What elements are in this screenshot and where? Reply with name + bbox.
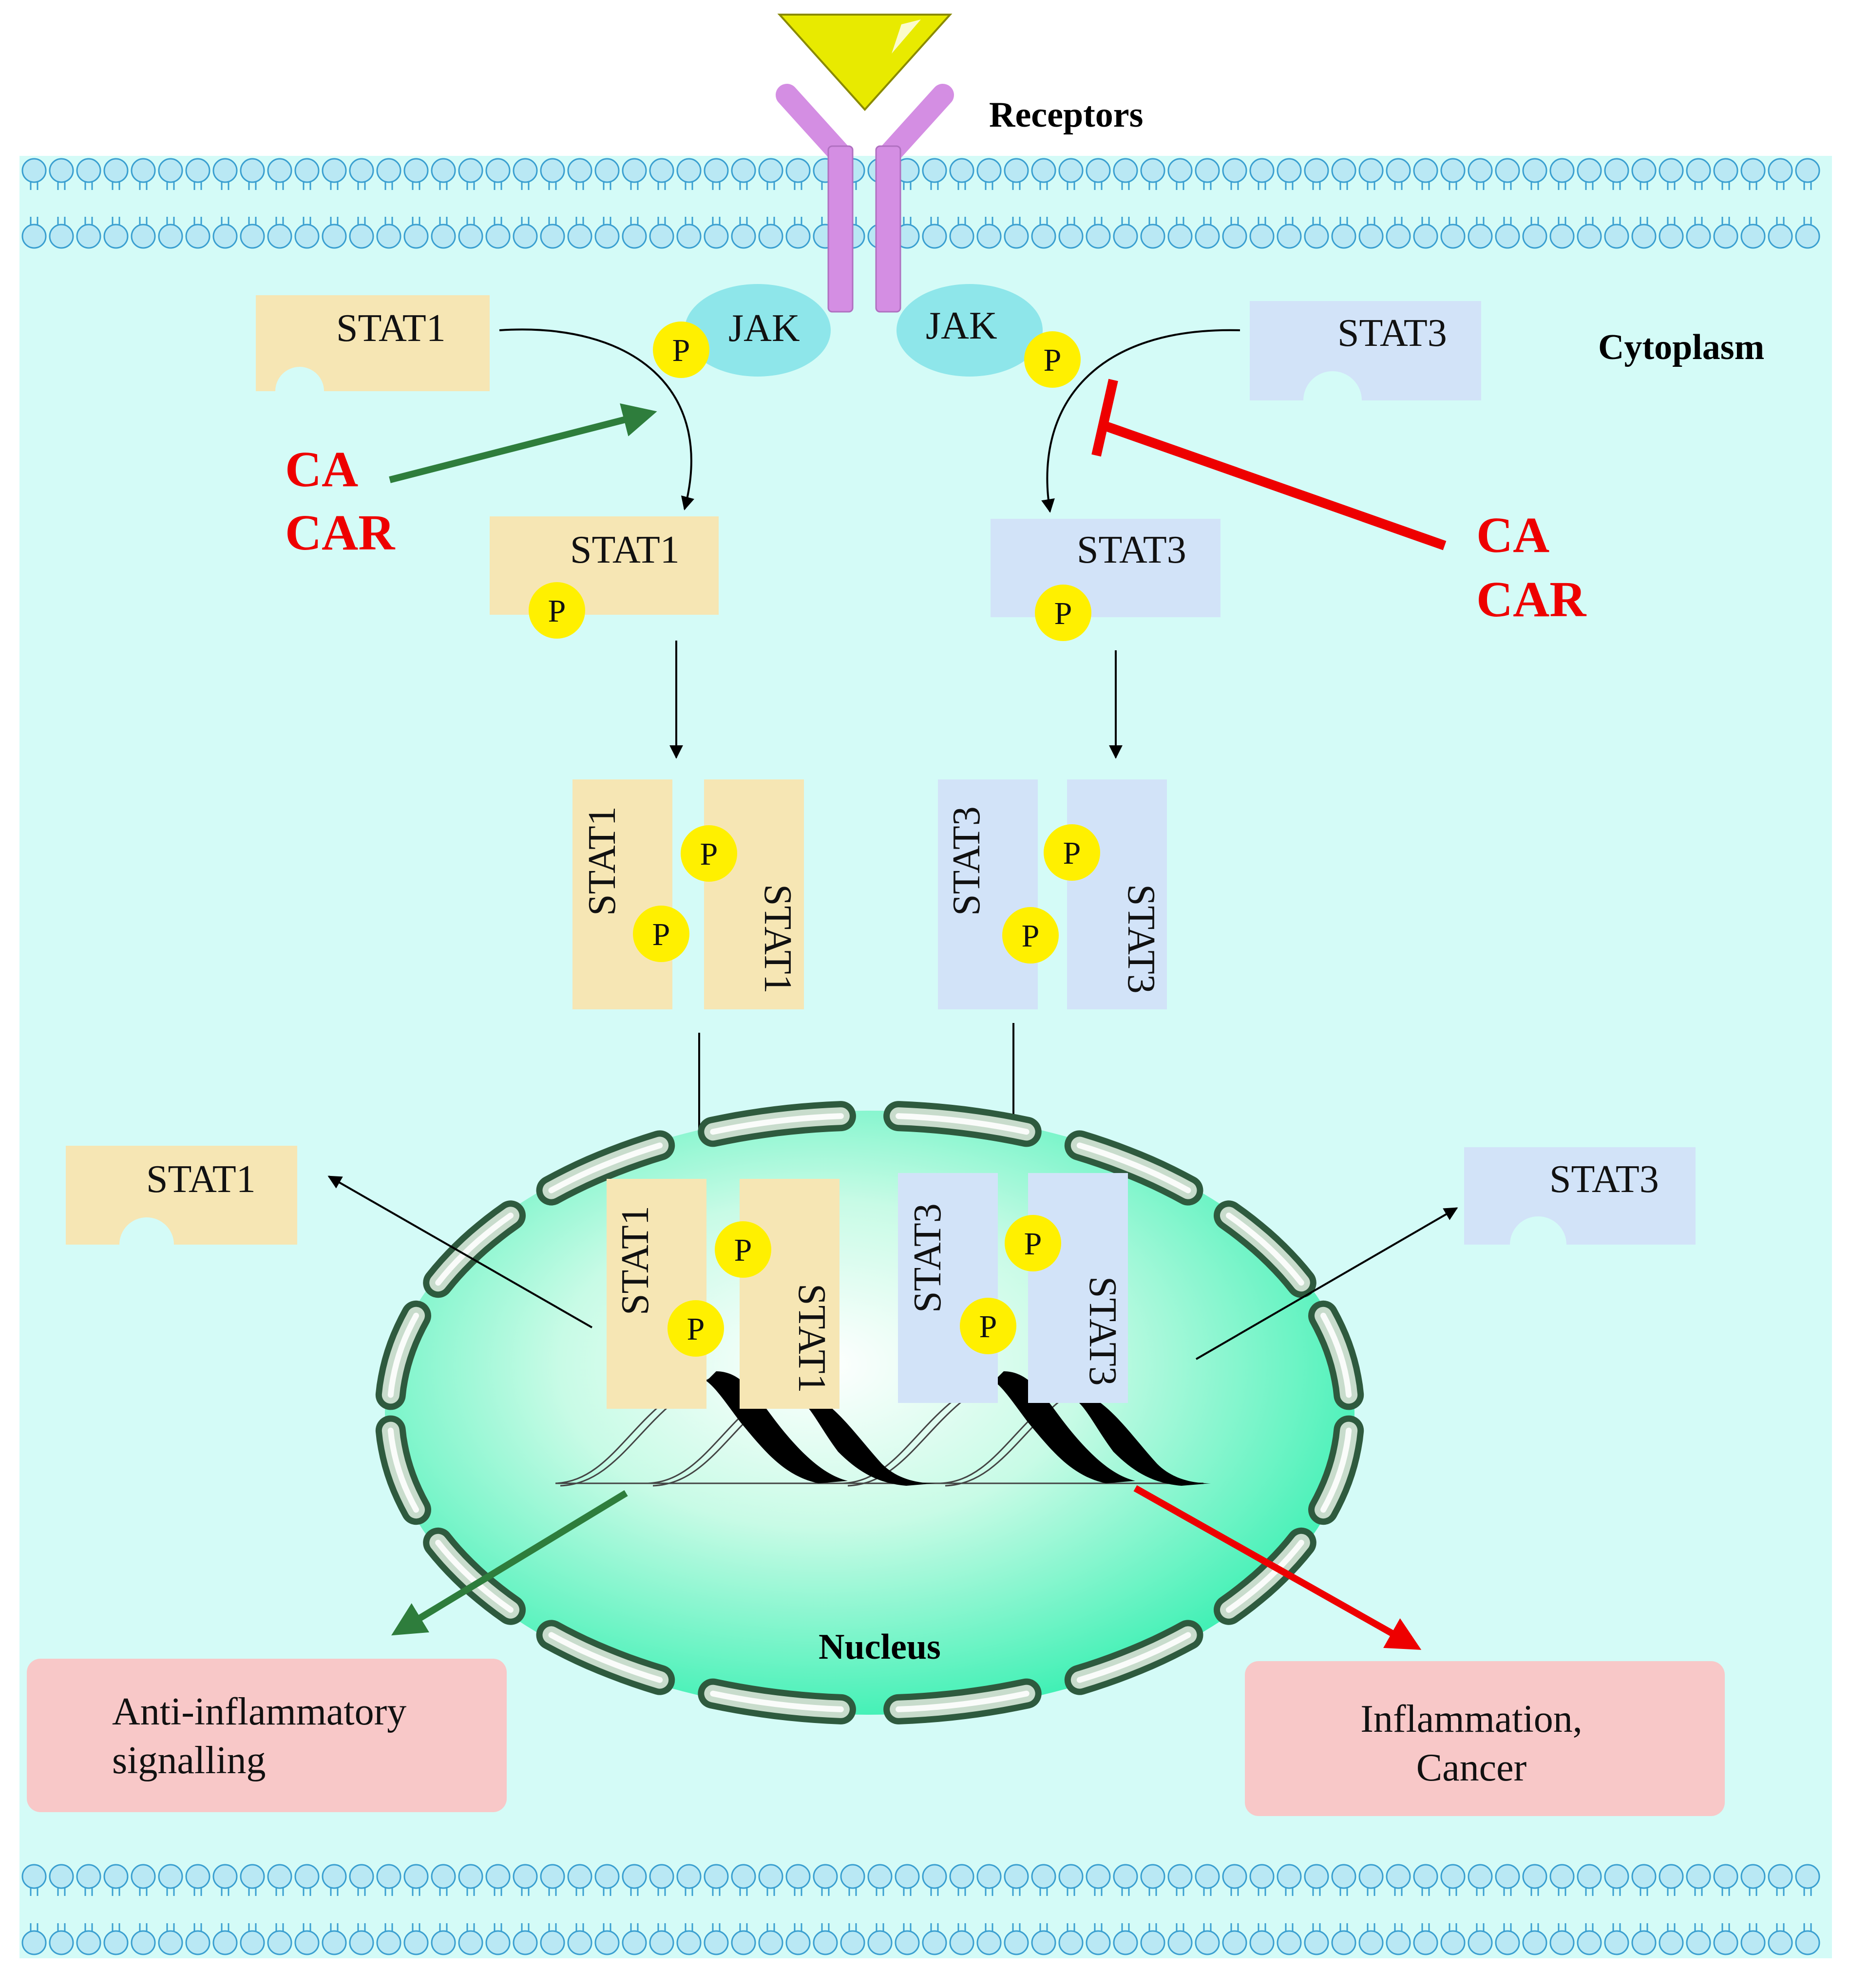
ligand-highlight-icon — [892, 19, 921, 54]
stat3-inhibition-bar — [1091, 379, 1118, 457]
ca-label-right: CA — [1476, 507, 1549, 563]
nuclear-envelope — [375, 1101, 1364, 1724]
stat3-recycled: STAT3 — [1464, 1147, 1696, 1245]
stat3-dimer-nucleus: STAT3 STAT3 — [898, 1173, 1128, 1403]
stat1-dimer-phospho-bottom-icon: P — [633, 906, 689, 962]
svg-text:STAT1: STAT1 — [581, 806, 624, 916]
cell-membrane-bottom — [19, 1863, 1832, 1956]
svg-text:P: P — [652, 917, 670, 952]
inflammation-line1: Inflammation, — [1360, 1698, 1582, 1741]
svg-text:STAT3: STAT3 — [906, 1203, 949, 1313]
jak-left-label: JAK — [728, 307, 800, 350]
svg-text:STAT1: STAT1 — [570, 529, 680, 571]
svg-text:P: P — [979, 1309, 997, 1344]
stat3-monomer-phospho-icon: P — [1035, 585, 1091, 641]
ca-label-left: CA — [285, 441, 358, 497]
receptors-label: Receptors — [989, 95, 1143, 135]
stat1-recycled: STAT1 — [66, 1146, 297, 1245]
svg-text:STAT1: STAT1 — [790, 1284, 833, 1393]
svg-text:P: P — [734, 1232, 752, 1268]
stat3-dimer-phospho-bottom-icon: P — [1002, 907, 1059, 964]
svg-text:STAT1: STAT1 — [614, 1206, 657, 1315]
anti-inflammatory-line1: Anti-inflammatory — [112, 1690, 406, 1733]
stat3-phosphorylated: STAT3 — [991, 519, 1221, 617]
stat1-recruitment-arrow — [499, 328, 694, 511]
stat1-nuclear-phospho-top-icon: P — [715, 1221, 771, 1278]
svg-text:P: P — [1022, 918, 1040, 954]
car-label-left: CAR — [285, 505, 396, 561]
anti-inflammatory-line2: signalling — [112, 1739, 266, 1782]
stat1-export-arrow — [327, 1175, 592, 1328]
stat3-recruitment-arrow — [1041, 329, 1240, 513]
stat3-nuclear-phospho-top-icon: P — [1005, 1215, 1061, 1271]
svg-text:P: P — [548, 593, 566, 629]
jak-right-label: JAK — [926, 304, 997, 347]
stat1-dimer-nucleus: STAT1 STAT1 — [607, 1179, 839, 1409]
receptor-icon — [776, 84, 954, 313]
stat3-export-arrow — [1195, 1207, 1458, 1360]
svg-text:P: P — [1044, 342, 1062, 378]
nucleus — [385, 1111, 1354, 1715]
jak-right-phospho-icon: P — [1024, 331, 1081, 388]
nucleus-label: Nucleus — [819, 1627, 941, 1667]
stat1-monomer-phospho-icon: P — [529, 582, 585, 639]
stat1-dimer-cytoplasm: STAT1 STAT1 — [572, 779, 804, 1009]
stat1-nuclear-phospho-bottom-icon: P — [668, 1300, 724, 1357]
svg-text:STAT1: STAT1 — [336, 307, 446, 350]
svg-text:P: P — [1054, 596, 1072, 631]
inflammation-line2: Cancer — [1416, 1746, 1527, 1789]
svg-text:STAT3: STAT3 — [1081, 1276, 1124, 1386]
cytoplasm-label: Cytoplasm — [1598, 327, 1764, 367]
cell-membrane-top — [19, 157, 1832, 250]
jak-left — [685, 284, 831, 377]
stat3-dimer-phospho-top-icon: P — [1044, 824, 1100, 881]
svg-text:STAT1: STAT1 — [756, 884, 799, 994]
svg-text:STAT3: STAT3 — [1077, 529, 1186, 571]
stat1-activation-arrow — [389, 403, 657, 483]
svg-text:STAT3: STAT3 — [1337, 312, 1447, 355]
car-label-right: CAR — [1476, 571, 1587, 627]
inflammation-cancer-box — [1245, 1661, 1725, 1816]
stat1-inactive-top: STAT1 — [256, 295, 490, 391]
stat3-nuclear-phospho-bottom-icon: P — [960, 1298, 1016, 1354]
stat3-dimer-cytoplasm: STAT3 STAT3 — [938, 779, 1167, 1009]
svg-text:P: P — [700, 836, 718, 872]
jak-left-phospho-icon: P — [653, 322, 709, 378]
jak-right — [896, 284, 1043, 377]
stat3-inhibition-line — [1104, 421, 1447, 550]
svg-text:STAT3: STAT3 — [1549, 1158, 1659, 1201]
svg-text:P: P — [687, 1311, 705, 1347]
anti-inflammatory-arrow — [391, 1490, 628, 1636]
svg-text:STAT3: STAT3 — [1120, 884, 1163, 994]
stat3-inactive-top: STAT3 — [1250, 301, 1481, 400]
svg-text:STAT1: STAT1 — [146, 1158, 256, 1201]
svg-text:P: P — [1024, 1226, 1042, 1262]
svg-text:P: P — [672, 333, 690, 368]
svg-text:STAT3: STAT3 — [945, 806, 988, 916]
inflammation-arrow — [1133, 1485, 1422, 1650]
ligand-icon — [777, 14, 953, 111]
anti-inflammatory-box — [27, 1659, 507, 1812]
svg-text:P: P — [1063, 835, 1081, 871]
stat1-phosphorylated: STAT1 — [490, 516, 719, 615]
stat1-dimer-phospho-top-icon: P — [681, 825, 737, 882]
